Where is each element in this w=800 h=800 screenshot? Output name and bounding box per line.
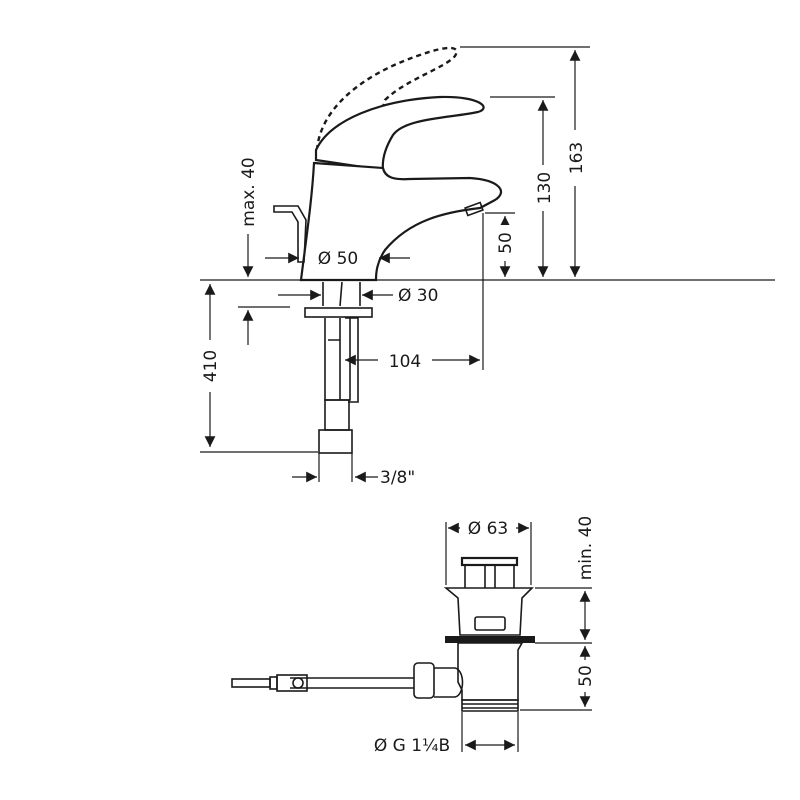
faucet-drawing <box>273 46 502 454</box>
dim-shank-diameter: Ø 30 <box>398 286 438 306</box>
faucet-lever <box>314 95 485 172</box>
dim-height-lever: 130 <box>535 172 555 204</box>
drain-dimensions <box>445 522 592 752</box>
dim-thread: Ø G 1¼B <box>374 736 450 756</box>
pop-up-rod <box>273 205 307 263</box>
aerator <box>464 201 484 217</box>
drain-drawing <box>231 556 535 712</box>
dim-hose-length: 410 <box>201 350 221 382</box>
drain-cap <box>460 556 519 567</box>
dim-max-deck: max. 40 <box>239 157 259 226</box>
dim-spout-height: 50 <box>496 232 516 254</box>
dim-body-diameter: Ø 50 <box>318 249 358 269</box>
dim-height-total: 163 <box>567 142 587 174</box>
lever-raised-dashed <box>315 46 458 151</box>
faucet-dimensions <box>200 46 775 483</box>
dim-min-clearance: min. 40 <box>576 516 596 581</box>
shank <box>322 281 361 307</box>
drain-body <box>457 642 524 701</box>
fixing-plate <box>304 307 373 318</box>
dim-connection: 3/8" <box>380 468 415 488</box>
dim-body-height: 50 <box>576 665 596 687</box>
hose-nut <box>318 429 353 454</box>
pop-up-rod <box>290 677 414 689</box>
drain-lower-flange <box>445 636 535 643</box>
rod-end <box>231 678 271 688</box>
rod-nut <box>413 662 435 699</box>
drain-upper-flange <box>443 587 534 636</box>
rod-elbow <box>434 667 464 698</box>
drain-thread <box>461 699 519 712</box>
overflow-slot <box>474 616 506 631</box>
hose-connector <box>324 399 350 431</box>
dim-spout-reach: 104 <box>389 352 421 372</box>
dim-cap-diameter: Ø 63 <box>468 519 508 539</box>
